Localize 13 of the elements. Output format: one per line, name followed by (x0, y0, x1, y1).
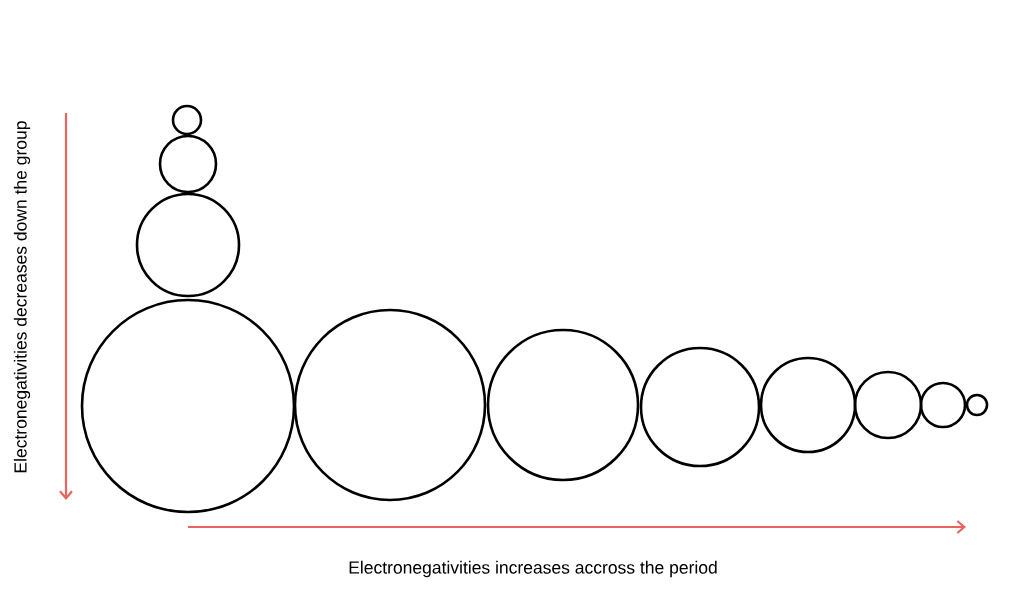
circle (135, 192, 241, 298)
circle (486, 328, 640, 482)
circle (158, 134, 218, 194)
axis-label: Electronegativities increases accross the period (349, 560, 717, 578)
circle (853, 370, 923, 440)
circle (965, 393, 989, 417)
circle (293, 308, 487, 502)
circle (639, 346, 761, 468)
circle (171, 104, 203, 136)
circle (919, 381, 967, 429)
circle (759, 356, 857, 454)
circle (80, 298, 296, 514)
axis-label: Electronegativities decreases down the group (13, 121, 31, 473)
